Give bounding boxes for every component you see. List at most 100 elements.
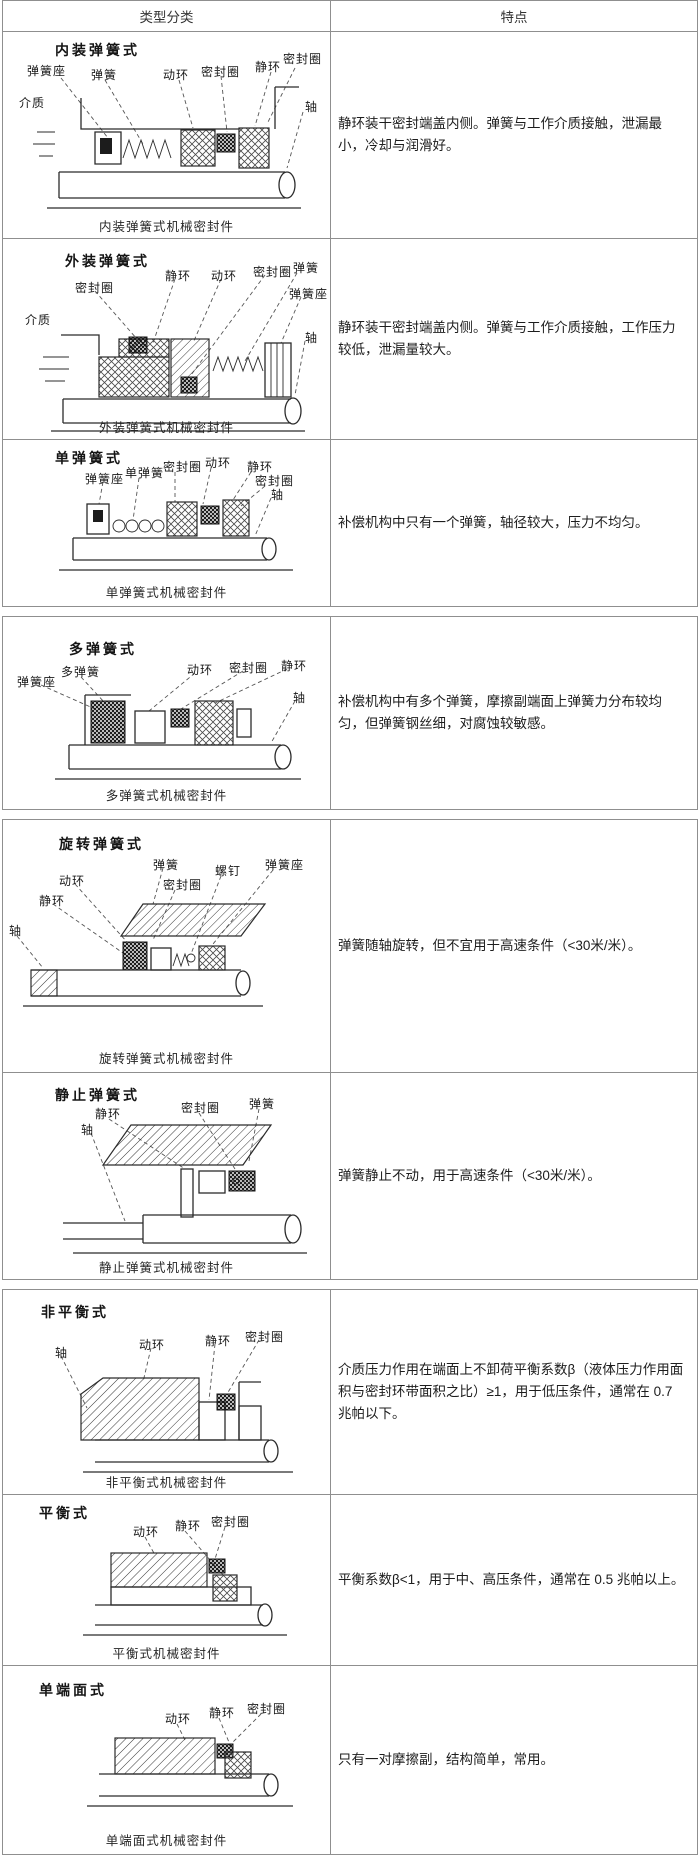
part-label: 密封圈 bbox=[253, 265, 293, 279]
part-label: 密封圈 bbox=[163, 878, 203, 892]
part-label: 静环 bbox=[281, 659, 308, 673]
part-label: 静环 bbox=[95, 1107, 122, 1121]
diagram-cell: 内装弹簧式 弹簧座 弹簧 动环 密封圈 静环 密封圈 介质 轴 内装弹簧式机械密… bbox=[3, 32, 331, 238]
diagram-cell: 静止弹簧式 静环 密封圈 弹簧 轴 静止弹簧式机械密封件 bbox=[3, 1073, 331, 1279]
part-label: 密封圈 bbox=[163, 460, 203, 474]
seal-diagram bbox=[83, 1526, 287, 1636]
feature-cell: 弹簧静止不动，用于高速条件（<30米/米）。 bbox=[331, 1073, 697, 1279]
table-block-1: 类型分类 特点 内装弹簧式 bbox=[2, 0, 698, 607]
diagram-cell: 单端面式 动环 静环 密封圈 单端面式机械密封件 bbox=[3, 1666, 331, 1854]
part-label: 轴 bbox=[81, 1123, 95, 1137]
part-label: 动环 bbox=[205, 456, 232, 470]
seal-diagram bbox=[59, 467, 293, 571]
feature-text: 介质压力作用在端面上不卸荷平衡系数β（液体压力作用面积与密封环带面积之比）≥1，… bbox=[338, 1362, 684, 1421]
table-row: 单端面式 动环 静环 密封圈 单端面式机械密封件 只有一对摩擦副，结构简单，常用… bbox=[3, 1665, 697, 1854]
diagram-caption: 单弹簧式机械密封件 bbox=[105, 586, 228, 600]
diagram-title: 单弹簧式 bbox=[55, 450, 123, 466]
diagram-caption: 外装弹簧式机械密封件 bbox=[98, 421, 234, 435]
diagram-caption: 非平衡式机械密封件 bbox=[105, 1476, 228, 1490]
part-label: 静环 bbox=[205, 1334, 232, 1348]
part-label: 动环 bbox=[187, 663, 214, 677]
diagram-title: 多弹簧式 bbox=[69, 641, 137, 657]
part-label: 弹簧座 bbox=[289, 287, 329, 301]
part-label: 轴 bbox=[293, 691, 307, 705]
feature-cell: 只有一对摩擦副，结构简单，常用。 bbox=[331, 1666, 697, 1854]
part-label: 弹簧 bbox=[91, 68, 118, 82]
part-label: 动环 bbox=[59, 874, 86, 888]
feature-text: 平衡系数β<1，用于中、高压条件，通常在 0.5 兆帕以上。 bbox=[338, 1572, 685, 1588]
table-row: 多弹簧式 弹簧座 多弹簧 动环 密封圈 静环 轴 多弹簧式机械密封件 补偿机构中… bbox=[3, 617, 697, 809]
diagram-caption: 内装弹簧式机械密封件 bbox=[98, 220, 234, 234]
diagram-title: 旋转弹簧式 bbox=[59, 836, 144, 852]
part-label: 密封圈 bbox=[75, 281, 115, 295]
diagram-caption: 多弹簧式机械密封件 bbox=[105, 789, 228, 803]
diagram-title: 单端面式 bbox=[39, 1682, 107, 1698]
diagram-cell: 平衡式 动环 静环 密封圈 平衡式机械密封件 bbox=[3, 1495, 331, 1665]
table-header: 类型分类 特点 bbox=[3, 1, 697, 31]
part-label: 动环 bbox=[133, 1525, 160, 1539]
part-label: 轴 bbox=[9, 924, 23, 938]
part-label: 静环 bbox=[39, 894, 66, 908]
feature-text: 静环装干密封端盖内侧。弹簧与工作介质接触，泄漏最小，冷却与润滑好。 bbox=[338, 116, 662, 153]
feature-cell: 静环装干密封端盖内侧。弹簧与工作介质接触，泄漏最小，冷却与润滑好。 bbox=[331, 32, 697, 238]
feature-cell: 补偿机构中有多个弹簧，摩擦副端面上弹簧力分布较均匀，但弹簧钢丝细，对腐蚀较敏感。 bbox=[331, 617, 697, 809]
part-label: 动环 bbox=[165, 1712, 192, 1726]
seal-diagram bbox=[16, 867, 274, 1007]
feature-text: 弹簧静止不动，用于高速条件（<30米/米）。 bbox=[338, 1168, 601, 1184]
part-label: 弹簧 bbox=[249, 1097, 276, 1111]
header-feature-column: 特点 bbox=[500, 10, 528, 25]
seal-diagram bbox=[87, 1713, 293, 1807]
seal-diagram bbox=[63, 1108, 307, 1254]
diagram-title: 静止弹簧式 bbox=[55, 1087, 140, 1103]
diagram-caption: 平衡式机械密封件 bbox=[112, 1647, 221, 1661]
diagram-cell: 旋转弹簧式 弹簧 密封圈 螺钉 弹簧座 动环 静环 轴 旋转弹簧式机械密封件 bbox=[3, 820, 331, 1072]
part-label: 弹簧座 bbox=[27, 64, 67, 78]
table-row: 单弹簧式 弹簧座 单弹簧 密封圈 动环 静环 密封圈 轴 单弹簧式机械密封件 补… bbox=[3, 439, 697, 606]
table-block-3: 旋转弹簧式 弹簧 密封圈 螺钉 弹簧座 动环 静环 轴 旋转弹簧式机械密封件 弹… bbox=[2, 819, 698, 1280]
part-label: 弹簧 bbox=[293, 261, 320, 275]
part-label: 密封圈 bbox=[181, 1101, 221, 1115]
diagram-caption: 旋转弹簧式机械密封件 bbox=[98, 1052, 234, 1066]
table-block-2: 多弹簧式 弹簧座 多弹簧 动环 密封圈 静环 轴 多弹簧式机械密封件 补偿机构中… bbox=[2, 616, 698, 810]
part-label: 静环 bbox=[209, 1706, 236, 1720]
diagram-caption: 静止弹簧式机械密封件 bbox=[98, 1261, 234, 1275]
part-label: 轴 bbox=[271, 488, 285, 502]
feature-text: 补偿机构中有多个弹簧，摩擦副端面上弹簧力分布较均匀，但弹簧钢丝细，对腐蚀较敏感。 bbox=[338, 694, 662, 731]
part-label: 弹簧座 bbox=[17, 675, 57, 689]
part-label: 密封圈 bbox=[211, 1515, 251, 1529]
feature-text: 只有一对摩擦副，结构简单，常用。 bbox=[338, 1752, 554, 1768]
diagram-title: 外装弹簧式 bbox=[65, 253, 150, 269]
seal-diagram bbox=[60, 1339, 293, 1473]
table-row: 外装弹簧式 密封圈 静环 动环 密封圈 弹簧 弹簧座 介质 轴 外装弹簧式机械密… bbox=[3, 238, 697, 439]
seal-diagram bbox=[40, 668, 301, 780]
feature-cell: 静环装干密封端盖内侧。弹簧与工作介质接触，工作压力较低，泄漏量较大。 bbox=[331, 239, 697, 439]
part-label: 静环 bbox=[175, 1519, 202, 1533]
seal-diagram bbox=[33, 67, 304, 209]
seal-diagram bbox=[39, 272, 306, 432]
feature-text: 补偿机构中只有一个弹簧，轴径较大，压力不均匀。 bbox=[338, 515, 649, 531]
part-label: 静环 bbox=[255, 60, 282, 74]
part-label: 密封圈 bbox=[247, 1702, 287, 1716]
part-label: 动环 bbox=[139, 1338, 166, 1352]
part-label: 动环 bbox=[211, 269, 238, 283]
part-label: 轴 bbox=[305, 100, 319, 114]
table-row: 内装弹簧式 弹簧座 弹簧 动环 密封圈 静环 密封圈 介质 轴 内装弹簧式机械密… bbox=[3, 31, 697, 238]
diagram-cell: 外装弹簧式 密封圈 静环 动环 密封圈 弹簧 弹簧座 介质 轴 外装弹簧式机械密… bbox=[3, 239, 331, 439]
diagram-title: 平衡式 bbox=[39, 1505, 90, 1521]
feature-cell: 平衡系数β<1，用于中、高压条件，通常在 0.5 兆帕以上。 bbox=[331, 1495, 697, 1665]
table-row: 平衡式 动环 静环 密封圈 平衡式机械密封件 平衡系数β<1，用于中、高压条件，… bbox=[3, 1494, 697, 1665]
table-row: 旋转弹簧式 弹簧 密封圈 螺钉 弹簧座 动环 静环 轴 旋转弹簧式机械密封件 弹… bbox=[3, 820, 697, 1072]
diagram-title: 内装弹簧式 bbox=[55, 42, 140, 58]
part-label: 单弹簧 bbox=[125, 466, 165, 480]
part-label: 弹簧座 bbox=[85, 472, 125, 486]
part-label: 密封圈 bbox=[245, 1330, 285, 1344]
feature-text: 弹簧随轴旋转，但不宜用于高速条件（<30米/米）。 bbox=[338, 938, 642, 954]
part-label: 静环 bbox=[165, 269, 192, 283]
part-label: 轴 bbox=[305, 331, 319, 345]
diagram-caption: 单端面式机械密封件 bbox=[105, 1834, 228, 1848]
table-row: 静止弹簧式 静环 密封圈 弹簧 轴 静止弹簧式机械密封件 弹簧静止不动，用于高速… bbox=[3, 1072, 697, 1279]
feature-text: 静环装干密封端盖内侧。弹簧与工作介质接触，工作压力较低，泄漏量较大。 bbox=[338, 320, 676, 357]
header-type-column: 类型分类 bbox=[3, 1, 331, 31]
diagram-cell: 多弹簧式 弹簧座 多弹簧 动环 密封圈 静环 轴 多弹簧式机械密封件 bbox=[3, 617, 331, 809]
part-label: 静环 bbox=[247, 460, 274, 474]
